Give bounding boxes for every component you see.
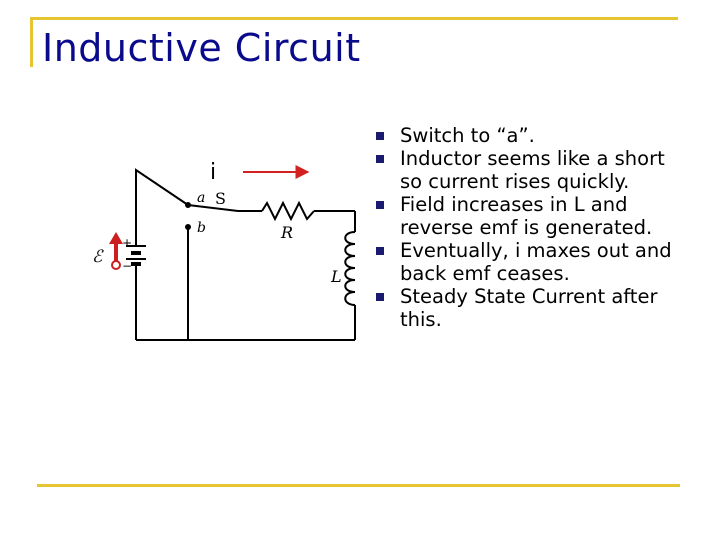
bullet-square-icon — [376, 201, 384, 209]
bullet-square-icon — [376, 132, 384, 140]
terminal-a — [185, 202, 191, 208]
circuit-wires — [135, 168, 356, 341]
bullet-list: Switch to “a”. Inductor seems like a sho… — [372, 124, 688, 331]
frame-left-line — [30, 17, 33, 67]
bullet-square-icon — [376, 293, 384, 301]
bullet-item: Inductor seems like a short so current r… — [372, 147, 688, 193]
bullet-text: Switch to “a”. — [400, 124, 535, 147]
bullet-square-icon — [376, 155, 384, 163]
bullet-text: Field increases in L and reverse emf is … — [400, 193, 653, 239]
current-label: i — [210, 160, 217, 185]
bullet-item: Field increases in L and reverse emf is … — [372, 193, 688, 239]
bullet-text: Eventually, i maxes out and back emf cea… — [400, 239, 672, 285]
bullet-text: Steady State Current after this. — [400, 285, 658, 331]
frame-bottom-line — [37, 484, 680, 487]
emf-arrow — [109, 232, 123, 270]
battery-symbol — [126, 245, 146, 266]
bullet-text: Inductor seems like a short so current r… — [400, 147, 665, 193]
bullet-item: Eventually, i maxes out and back emf cea… — [372, 239, 688, 285]
label-emf: ℰ — [92, 247, 104, 267]
label-a: a — [197, 190, 205, 206]
bullet-square-icon — [376, 247, 384, 255]
frame-top-line — [30, 17, 678, 20]
slide-title: Inductive Circuit — [42, 26, 361, 70]
bullet-item: Steady State Current after this. — [372, 285, 688, 331]
inductor-symbol — [344, 231, 356, 306]
resistor-symbol — [261, 200, 315, 222]
label-minus: − — [122, 259, 132, 273]
terminal-b — [185, 224, 191, 230]
label-plus: + — [122, 236, 132, 250]
label-switch: S — [215, 189, 226, 208]
label-inductor: L — [330, 267, 342, 286]
bullet-item: Switch to “a”. — [372, 124, 688, 147]
label-b: b — [197, 220, 206, 236]
label-resistor: R — [280, 223, 293, 242]
